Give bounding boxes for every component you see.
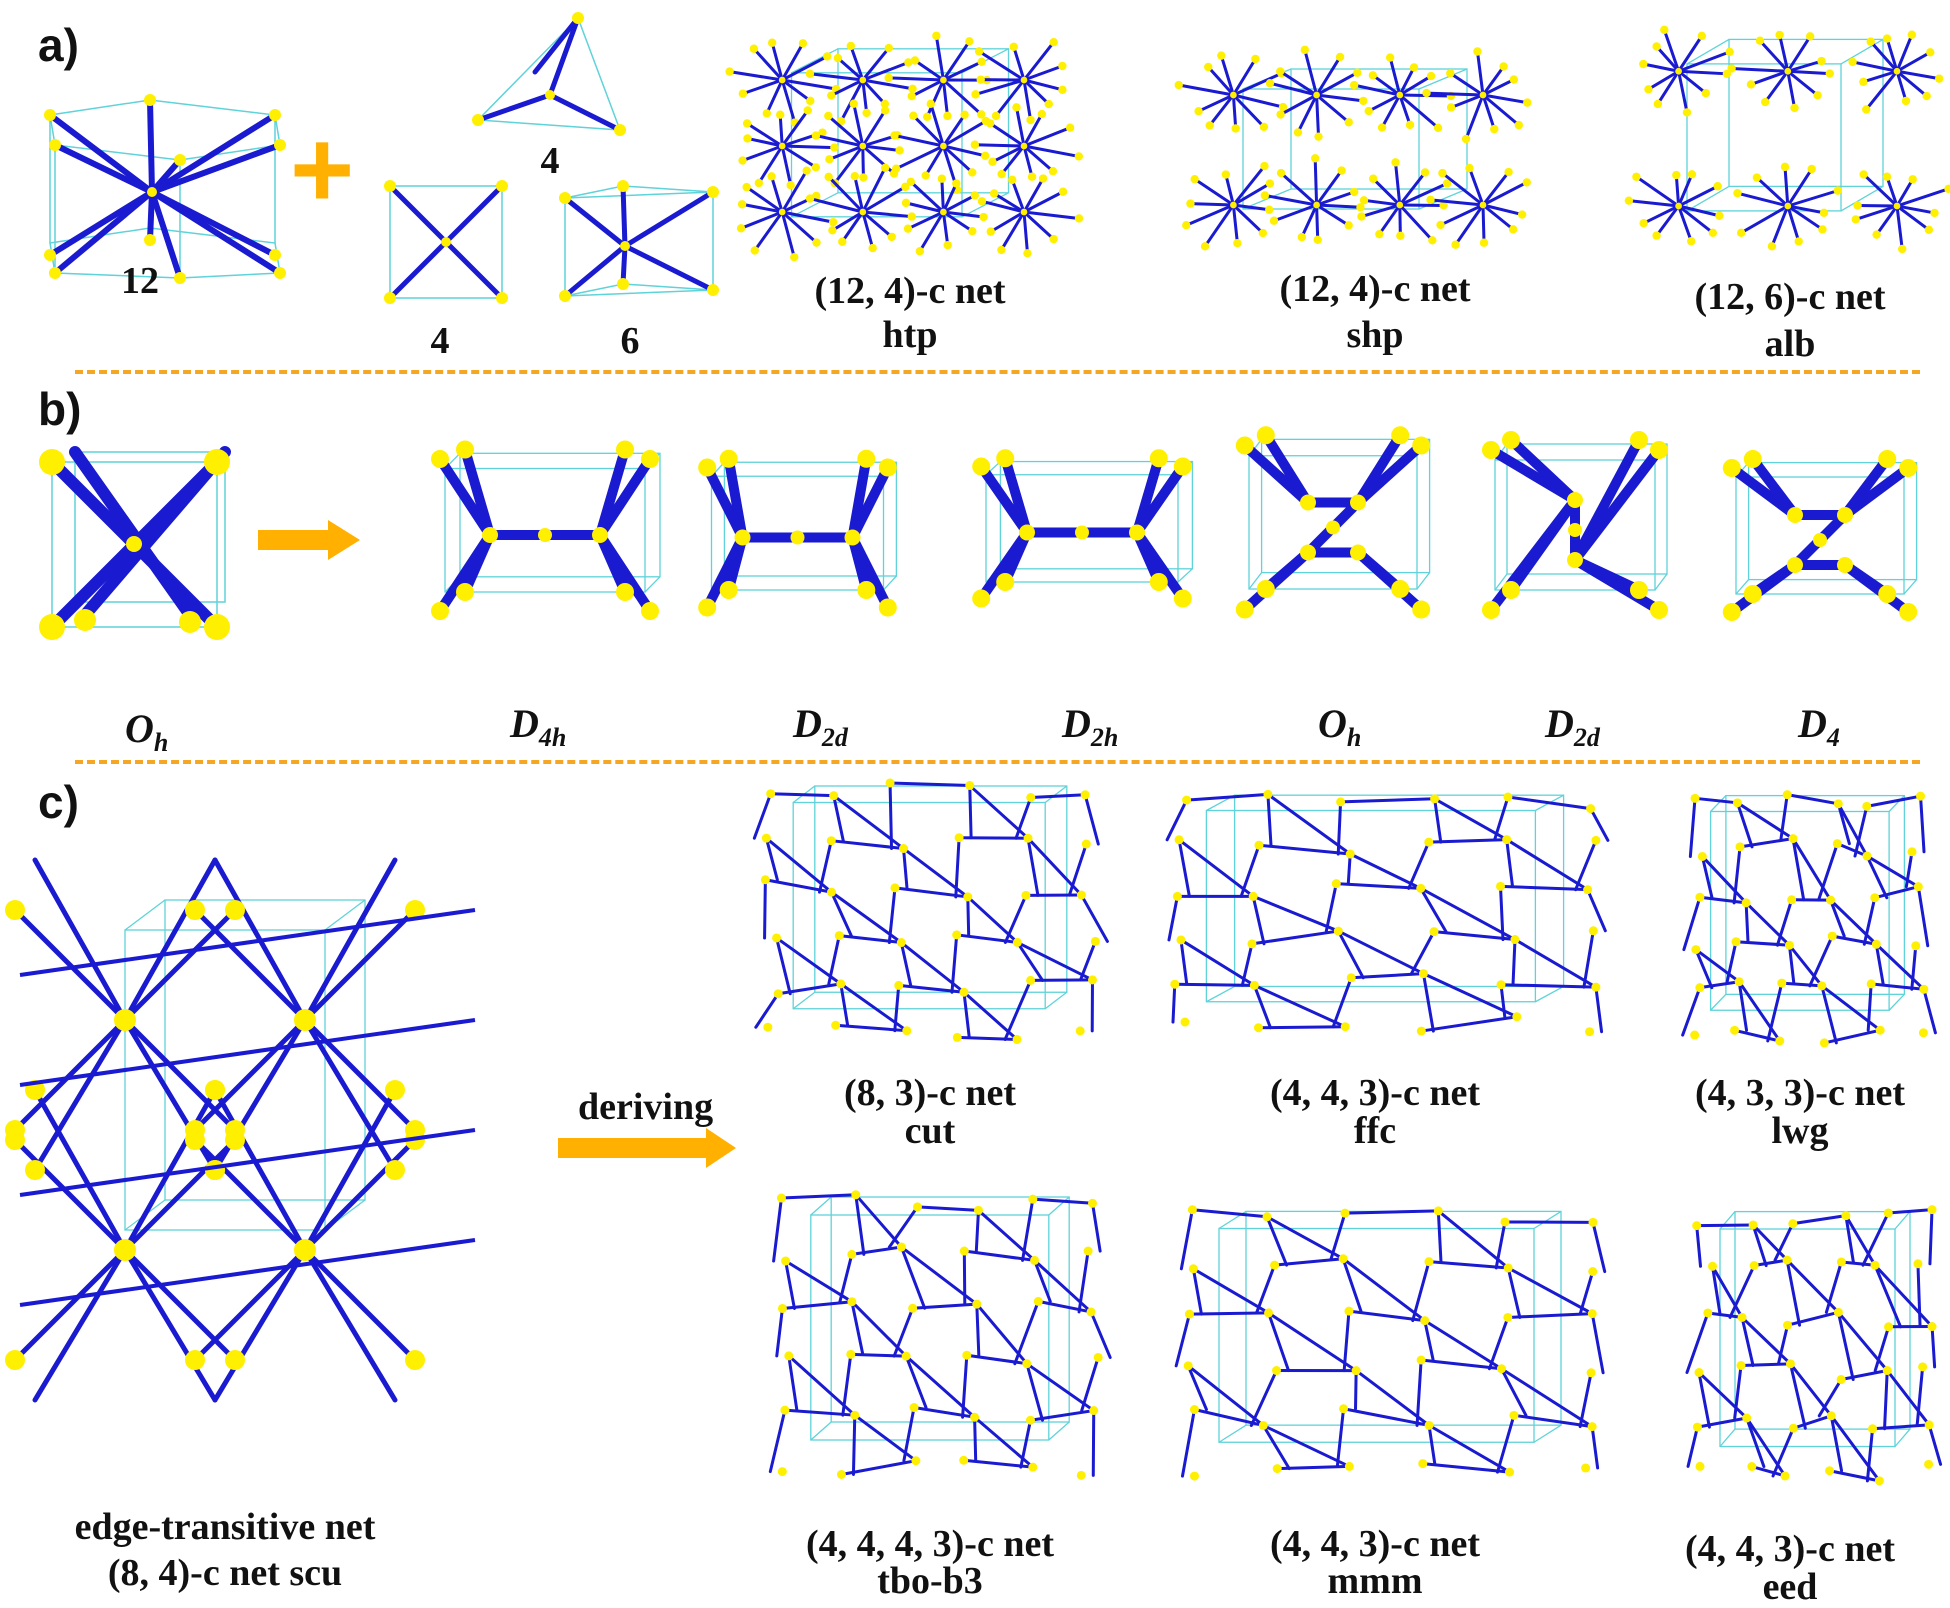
ffc-net-figure <box>1150 785 1620 1040</box>
shp-net-figure <box>1195 45 1515 245</box>
lwg-net-figure <box>1680 785 1935 1050</box>
ffc-net-name: ffc <box>1225 1112 1525 1152</box>
cut-net-title: (8, 3)-c net <box>780 1074 1080 1114</box>
mmm-net-figure <box>1165 1200 1615 1485</box>
cut-net-name: cut <box>780 1112 1080 1152</box>
panel-b-label: b) <box>38 382 81 436</box>
node-12-label: 12 <box>100 262 180 302</box>
htp-net-title: (12, 4)-c net <box>760 272 1060 312</box>
shp-net-name: shp <box>1225 316 1525 356</box>
ffc-net-title: (4, 4, 3)-c net <box>1225 1074 1525 1114</box>
tbo-b3-net-title: (4, 4, 4, 3)-c net <box>750 1525 1110 1565</box>
panel-c-label: c) <box>38 775 79 829</box>
d2d-node-figure <box>690 450 905 625</box>
mmm-net-title: (4, 4, 3)-c net <box>1225 1525 1525 1565</box>
cut-net-figure <box>750 775 1110 1050</box>
symmetry-label-1: D4h <box>510 700 566 753</box>
oh-cube-node-figure <box>30 440 240 650</box>
node-6c-figure <box>553 178 723 313</box>
tbo-b3-net-figure <box>770 1185 1110 1485</box>
oh-cluster-node-figure <box>1228 425 1438 630</box>
panel-a-label: a) <box>38 18 79 72</box>
eed-net-name: eed <box>1640 1568 1940 1608</box>
lwg-net-title: (4, 3, 3)-c net <box>1650 1074 1950 1114</box>
symmetry-label-5: D2d <box>1545 700 1600 753</box>
plus-sign: + <box>290 115 354 225</box>
alb-net-figure <box>1645 10 1925 255</box>
htp-net-name: htp <box>760 316 1060 356</box>
node-4c-tetrahedral-figure <box>470 10 630 145</box>
symmetry-label-2: D2d <box>793 700 848 753</box>
shp-net-title: (12, 4)-c net <box>1225 270 1525 310</box>
node-4-square-label: 4 <box>410 322 470 362</box>
tbo-b3-net-name: tbo-b3 <box>750 1562 1110 1602</box>
node-6-label: 6 <box>600 322 660 362</box>
scu-net-figure <box>5 870 505 1370</box>
htp-net-figure <box>745 20 1055 260</box>
node-4-tetra-label: 4 <box>520 142 580 182</box>
scu-net-name: (8, 4)-c net scu <box>25 1554 425 1594</box>
deriving-label: deriving <box>578 1085 713 1129</box>
divider-ab <box>75 370 1920 374</box>
node-12c-figure <box>30 90 290 290</box>
eed-net-figure <box>1690 1200 1940 1490</box>
alb-net-title: (12, 6)-c net <box>1640 278 1940 318</box>
d4h-node-figure <box>420 440 670 630</box>
symmetry-label-6: D4 <box>1798 700 1840 753</box>
d4-node-figure <box>1715 450 1925 630</box>
node-4c-square-figure <box>380 178 510 308</box>
divider-bc <box>75 760 1920 764</box>
lwg-net-name: lwg <box>1650 1112 1950 1152</box>
mmm-net-name: mmm <box>1225 1562 1525 1602</box>
alb-net-name: alb <box>1640 325 1940 365</box>
deriving-arrow <box>558 1128 738 1168</box>
symmetry-label-4: Oh <box>1318 700 1361 753</box>
symmetry-label-start: Oh <box>125 705 168 758</box>
d2d-tetra-node-figure <box>1475 430 1675 630</box>
scu-net-title: edge-transitive net <box>25 1508 425 1548</box>
eed-net-title: (4, 4, 3)-c net <box>1640 1530 1940 1570</box>
d2h-node-figure <box>962 450 1202 615</box>
symmetry-label-3: D2h <box>1062 700 1118 753</box>
transform-arrow <box>258 520 363 560</box>
